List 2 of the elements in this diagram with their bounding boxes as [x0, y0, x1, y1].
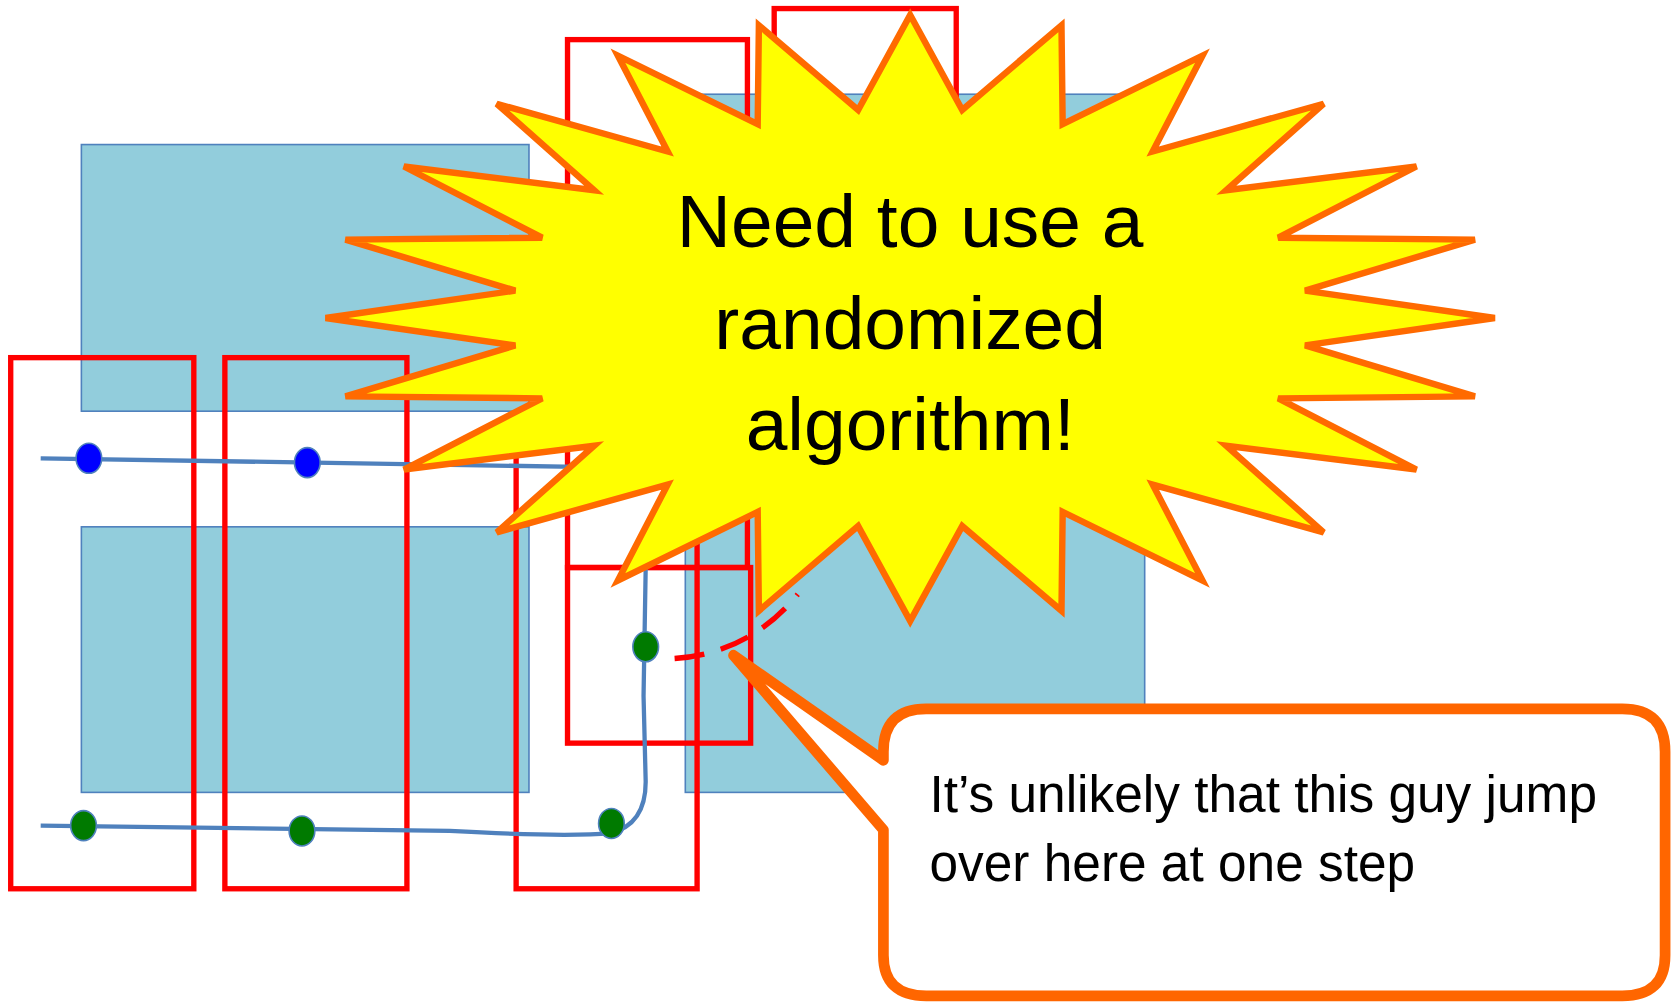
callout-text: It’s unlikely that this guy jump over here at one step [929, 764, 1598, 894]
callout-text: Need to use a randomized algorithm! [675, 178, 1145, 468]
